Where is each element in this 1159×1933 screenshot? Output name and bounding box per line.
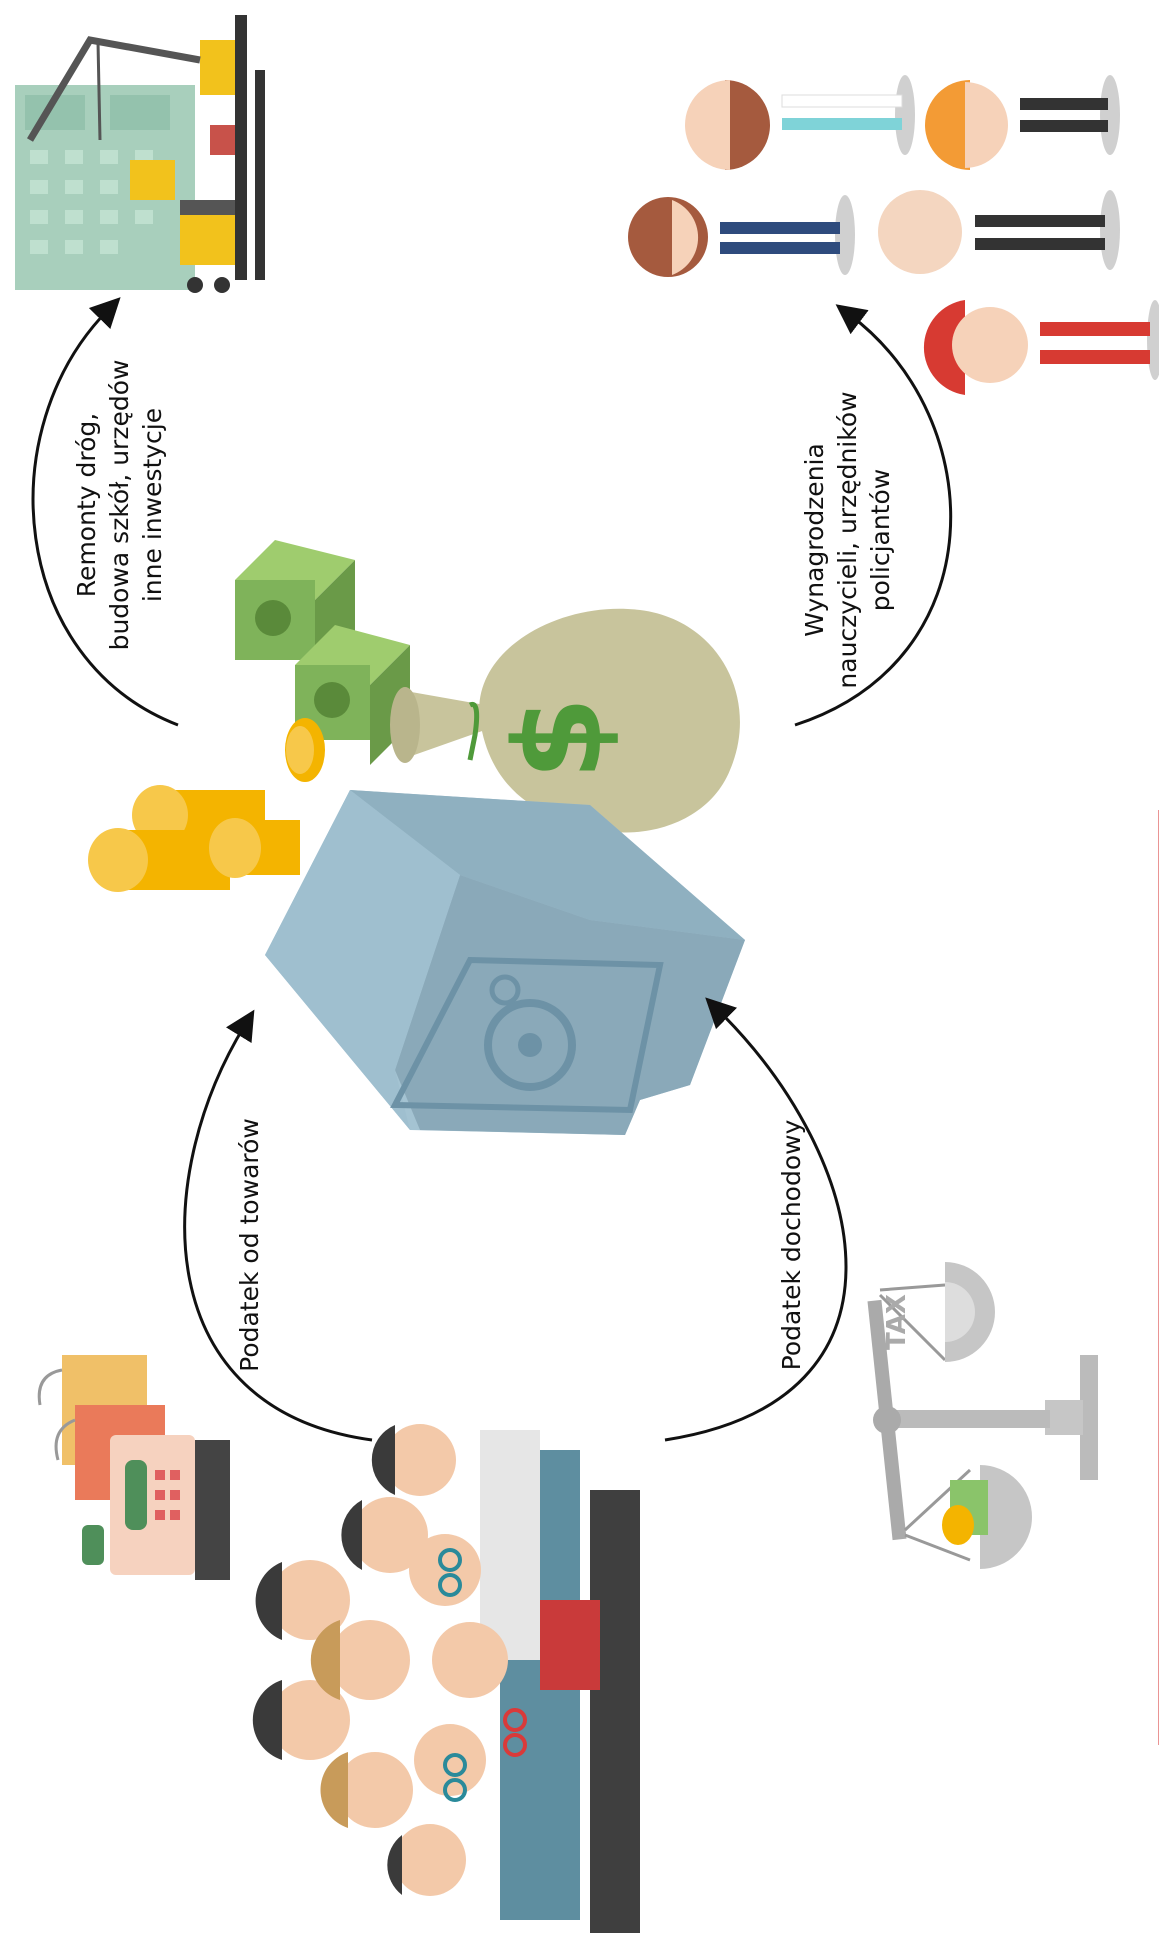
label-goods-tax-text: Podatek od towarów xyxy=(235,1118,264,1372)
label-income-tax-text: Podatek dochodowy xyxy=(777,1119,806,1370)
cash-register-icon xyxy=(37,1355,230,1580)
tax-label: TAX xyxy=(882,1294,912,1350)
label-salaries-line-2: nauczycieli, urzędników xyxy=(833,391,862,688)
arrow-income-tax xyxy=(664,997,848,1442)
label-investments-line-3: inne inwestycje xyxy=(138,408,167,602)
arrow-goods-tax xyxy=(183,1009,373,1442)
label-salaries-line-1: Wynagrodzenia xyxy=(800,443,829,637)
public-workers-icon xyxy=(628,75,1159,395)
money-bag-icon: $ xyxy=(390,608,740,833)
safe-icon xyxy=(265,790,745,1135)
label-income-tax: Podatek dochodowy xyxy=(777,1119,806,1370)
label-goods-tax: Podatek od towarów xyxy=(235,1118,264,1372)
tax-scale-icon: TAX xyxy=(867,1262,1098,1569)
label-investments-line-1: Remonty dróg, xyxy=(72,413,101,597)
banknote-stacks-icon xyxy=(235,540,410,765)
citizens-crowd-icon xyxy=(252,1424,640,1933)
arrow-salaries xyxy=(794,304,953,727)
label-investments: Remonty dróg, budowa szkół, urzędów inne… xyxy=(72,360,167,651)
label-salaries: Wynagrodzenia nauczycieli, urzędników po… xyxy=(800,391,895,688)
label-salaries-line-3: policjantów xyxy=(866,469,895,611)
construction-site-icon xyxy=(15,15,265,293)
arrow-investments xyxy=(31,297,179,727)
label-investments-line-2: budowa szkół, urzędów xyxy=(105,360,134,651)
dollar-sign-icon: $ xyxy=(490,697,629,781)
gold-coins-icon xyxy=(88,718,325,892)
